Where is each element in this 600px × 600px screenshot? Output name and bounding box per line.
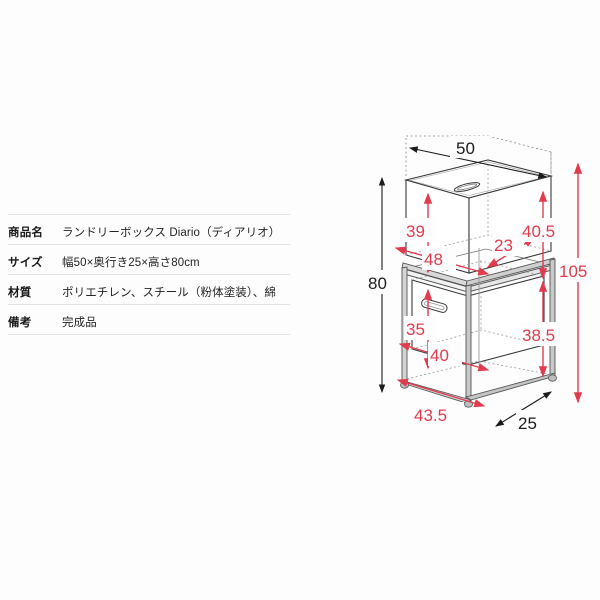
- dimension-lower-section-38-5: 38.5: [521, 280, 569, 378]
- dimension-drawing: 50 80 39 48: [366, 130, 600, 460]
- dimension-label-25: 25: [518, 414, 537, 433]
- dimension-upper-inner-depth-23: 23: [486, 234, 536, 268]
- dimension-frame-width-43-5: 43.5: [396, 378, 486, 426]
- dimension-label-39: 39: [406, 222, 425, 241]
- table-row: 備考 完成品: [8, 305, 290, 335]
- spec-value-size: 幅50×奥行き25×高さ80cm: [62, 257, 200, 269]
- spec-label-material: 材質: [8, 287, 32, 299]
- dimension-width-50: 50: [408, 136, 548, 179]
- dimension-label-35: 35: [406, 320, 425, 339]
- dimension-upper-inner-width-48: 48: [394, 246, 490, 276]
- table-row: 材質 ポリエチレン、スチール（粉体塗装）、綿: [8, 275, 290, 305]
- upper-handle-icon: [453, 182, 481, 192]
- dimension-depth-25: 25: [495, 391, 552, 434]
- dimension-height-80: 80: [366, 176, 398, 394]
- dimension-label-105: 105: [559, 262, 587, 281]
- table-row: 商品名 ランドリーボックス Diario（ディアリオ）: [8, 214, 290, 245]
- dimension-label-48: 48: [424, 250, 443, 269]
- furniture-body: [400, 159, 557, 408]
- dimension-label-23: 23: [494, 236, 513, 255]
- spec-value-product-name: ランドリーボックス Diario（ディアリオ）: [62, 227, 281, 239]
- specification-table: 商品名 ランドリーボックス Diario（ディアリオ） サイズ 幅50×奥行き2…: [8, 214, 290, 335]
- spec-label-remarks: 備考: [8, 317, 32, 329]
- dimension-total-height-105: 105: [558, 162, 600, 404]
- dimension-upper-section-40-5: 40.5: [521, 190, 569, 280]
- dimension-label-50: 50: [456, 139, 475, 158]
- spec-value-material: ポリエチレン、スチール（粉体塗装）、綿: [62, 287, 276, 299]
- spec-label-size: サイズ: [8, 257, 43, 269]
- dimension-label-43-5: 43.5: [414, 406, 447, 425]
- dimension-upper-inner-height-39: 39: [404, 192, 436, 274]
- dimension-label-80: 80: [368, 274, 387, 293]
- table-row: サイズ 幅50×奥行き25×高さ80cm: [8, 245, 290, 275]
- spec-label-product-name: 商品名: [8, 227, 44, 239]
- dimension-label-38-5: 38.5: [522, 326, 555, 345]
- dimension-label-40: 40: [430, 346, 449, 365]
- dimension-lower-inner-width-40: 40: [398, 342, 490, 372]
- spec-value-remarks: 完成品: [62, 317, 97, 329]
- dimension-label-40-5: 40.5: [522, 222, 555, 241]
- dimension-lower-inner-height-35: 35: [404, 288, 436, 370]
